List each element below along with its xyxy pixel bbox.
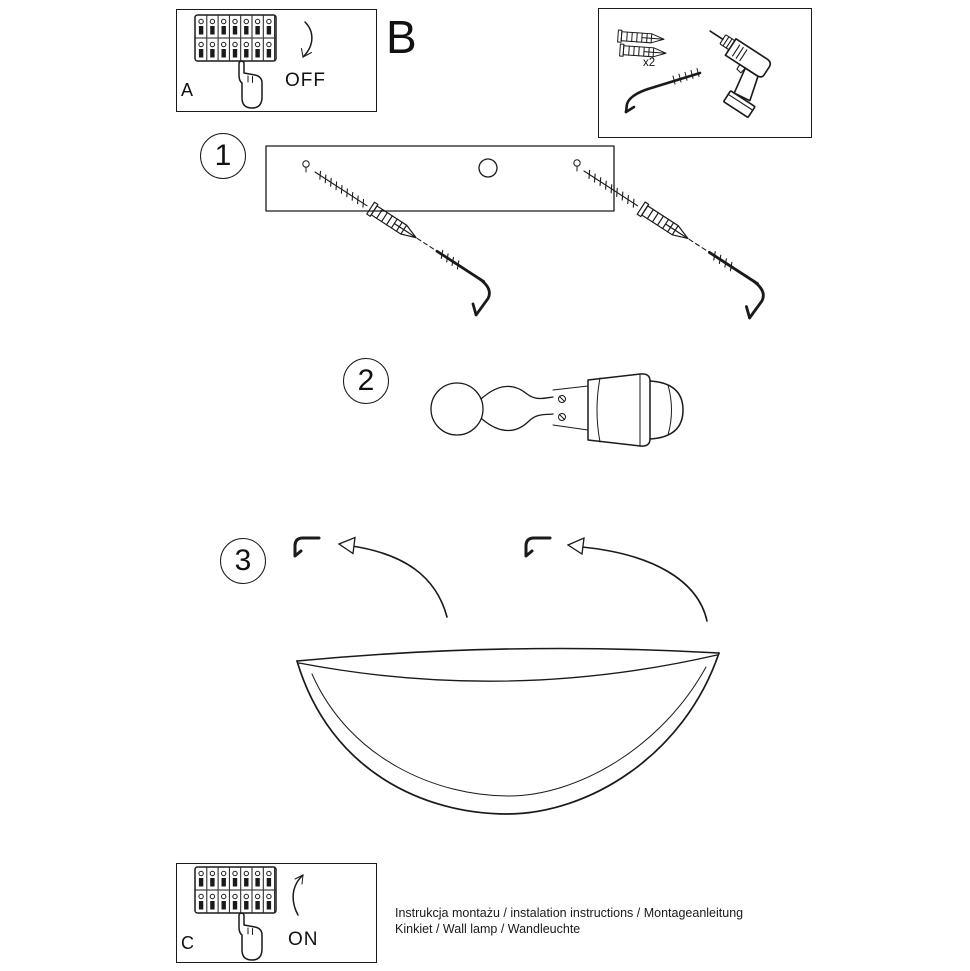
lampshade-illustration xyxy=(296,647,720,815)
step3-illustration xyxy=(293,536,720,815)
plate-keyhole-right xyxy=(573,159,581,172)
step2-illustration xyxy=(430,373,684,447)
drill-icon xyxy=(709,30,772,118)
step1-illustration xyxy=(265,145,772,319)
hook-icon-right xyxy=(524,536,552,558)
guide-arrow-left xyxy=(337,536,448,618)
box-a-label: A xyxy=(181,80,194,100)
box-c xyxy=(176,863,377,963)
step-1-number: 1 xyxy=(214,139,232,172)
step-3-badge: 3 xyxy=(220,538,266,584)
box-a xyxy=(176,9,377,112)
off-arrow-icon xyxy=(301,21,313,58)
step-2-badge: 2 xyxy=(343,358,389,404)
anchors-count-label: x2 xyxy=(643,57,656,69)
anchor-screw-assembly-left xyxy=(298,166,499,315)
breaker-panel-on-icon xyxy=(195,867,304,960)
step-2-number: 2 xyxy=(357,364,375,397)
wire-loop xyxy=(430,382,484,436)
breaker-panel-off-icon xyxy=(195,15,313,108)
hook-screw-icon xyxy=(624,68,702,114)
anchor-screw-assembly-right xyxy=(566,165,772,319)
wire-top xyxy=(480,385,554,400)
section-b-letter: B xyxy=(386,11,417,63)
step-3-number: 3 xyxy=(234,544,252,577)
guide-arrow-right xyxy=(566,536,708,622)
footer-line-1: Instrukcja montażu / instalation instruc… xyxy=(395,906,744,920)
hook-icon-left xyxy=(293,536,321,558)
terminal-screws xyxy=(552,385,589,431)
plate-center-hole xyxy=(478,158,498,178)
plate-keyhole-left xyxy=(302,160,310,173)
on-label: ON xyxy=(288,929,319,950)
box-b-tools xyxy=(598,8,812,138)
on-arrow-icon xyxy=(292,874,304,916)
footer-line-2: Kinkiet / Wall lamp / Wandleuchte xyxy=(395,922,581,936)
step-1-badge: 1 xyxy=(200,133,246,179)
box-c-label: C xyxy=(181,933,194,953)
tools-illustration xyxy=(617,29,772,118)
mounting-plate xyxy=(265,145,615,212)
footer-text: Instrukcja montażu / instalation instruc… xyxy=(395,905,743,937)
lamp-socket xyxy=(587,373,684,447)
wire-bottom xyxy=(481,413,554,432)
off-label: OFF xyxy=(285,70,326,91)
